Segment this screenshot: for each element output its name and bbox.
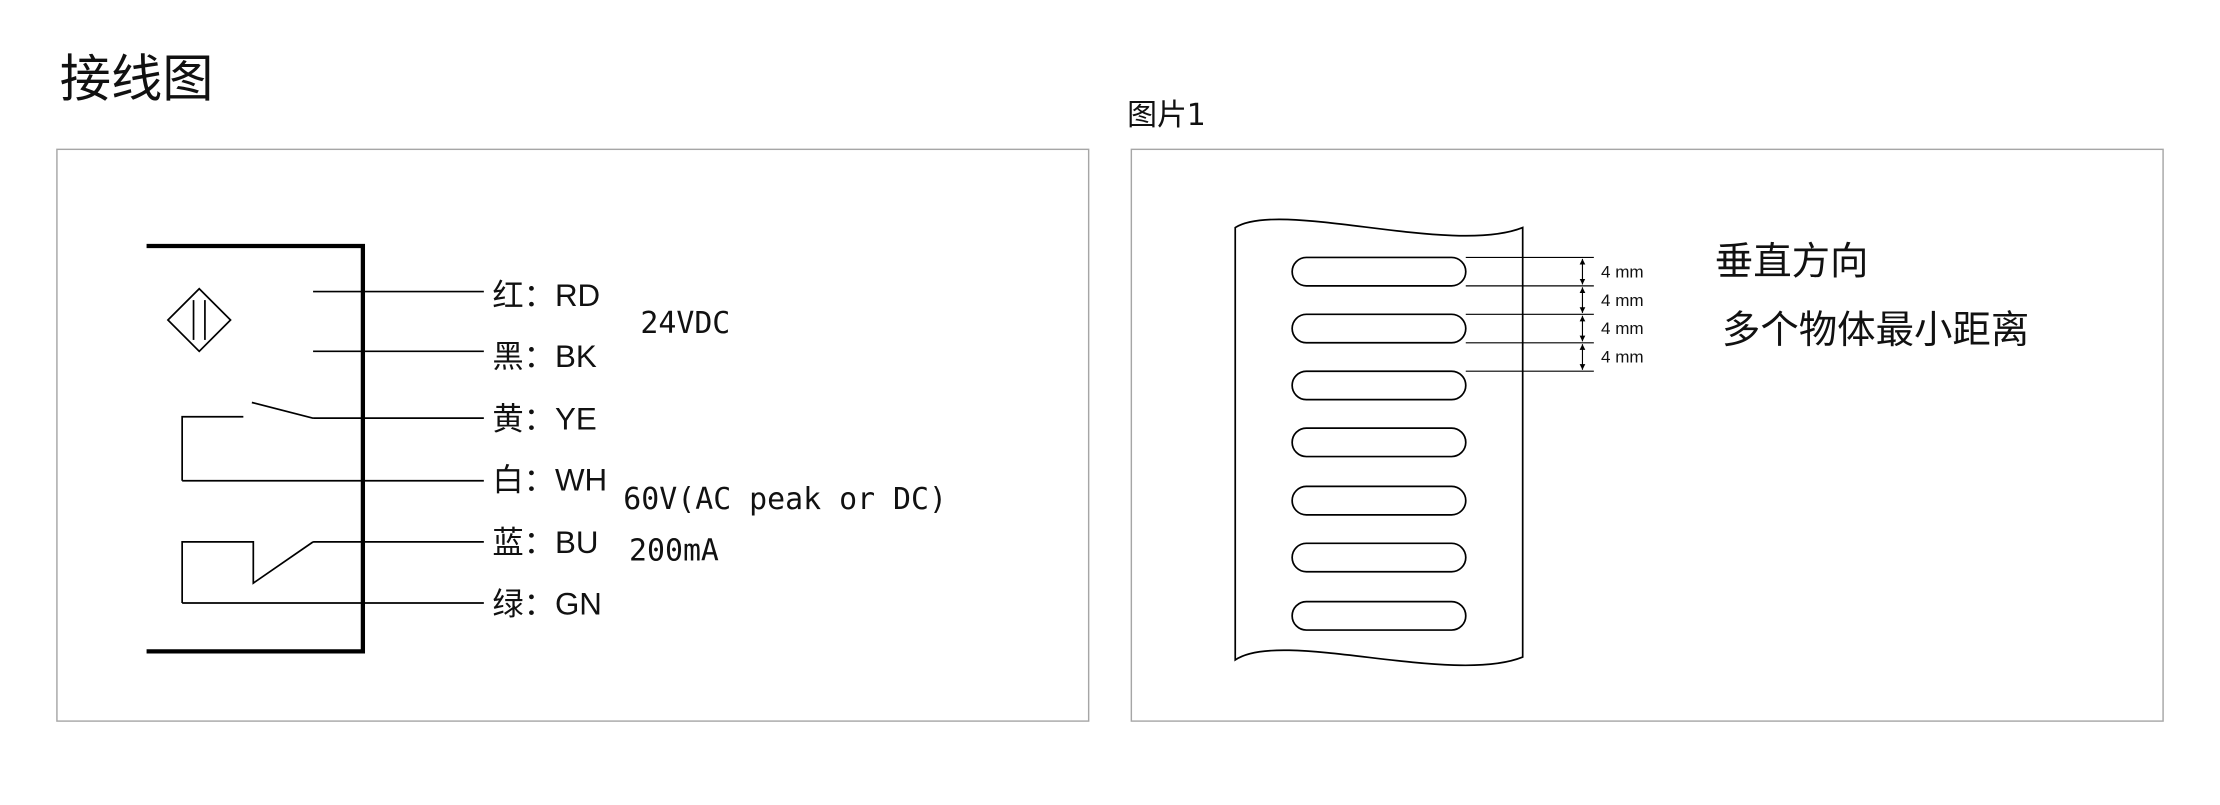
wire-label-blue: 蓝：BU <box>492 525 598 560</box>
wire-label-yellow: 黄：YE <box>492 402 596 437</box>
object-slot <box>1291 370 1467 401</box>
object-slot <box>1291 485 1467 516</box>
wiring-panel: 红：RD 黑：BK 黄：YE 白：WH 蓝：BU 绿：GN 24VDC 60V(… <box>56 148 1090 722</box>
wire-label-white: 白：WH <box>492 463 607 498</box>
object-slot <box>1291 427 1467 458</box>
sensor-symbol-icon <box>166 287 232 353</box>
object-slot <box>1291 256 1467 287</box>
diamond-shape <box>166 287 232 353</box>
no-contact-switch-blade <box>251 401 314 419</box>
dimension-label: 4 mm <box>1601 262 1644 281</box>
spacing-note-direction: 垂直方向 <box>1715 240 1869 285</box>
dimension-extension-lines <box>1465 256 1594 372</box>
dimension-label: 4 mm <box>1601 348 1644 367</box>
object-slot <box>1291 313 1467 344</box>
figure-label: 图片1 <box>1127 98 1206 133</box>
spacing-note-min-distance: 多个物体最小距离 <box>1722 308 2029 353</box>
carrier-strip <box>1234 218 1524 667</box>
object-slot <box>1291 542 1467 573</box>
sensor-body-outline <box>146 243 366 654</box>
wire-label-black: 黑：BK <box>492 339 596 374</box>
nc-contact-switch <box>181 541 314 604</box>
no-contact-lead <box>181 415 244 481</box>
object-slot <box>1291 600 1467 631</box>
dimension-label: 4 mm <box>1601 291 1644 310</box>
dimension-label: 4 mm <box>1601 319 1644 338</box>
output-current-rating: 200mA <box>629 533 719 568</box>
spacing-panel: 4 mm 4 mm 4 mm 4 mm 垂直方向 多个物体最小距离 <box>1130 148 2164 722</box>
output-voltage-rating: 60V(AC peak or DC) <box>623 482 947 517</box>
wire-label-green: 绿：GN <box>492 586 602 621</box>
page-title: 接线图 <box>60 50 214 110</box>
supply-voltage-note: 24VDC <box>640 306 730 341</box>
spacing-panel-frame <box>1130 148 2164 722</box>
wire-label-red: 红：RD <box>492 278 600 313</box>
